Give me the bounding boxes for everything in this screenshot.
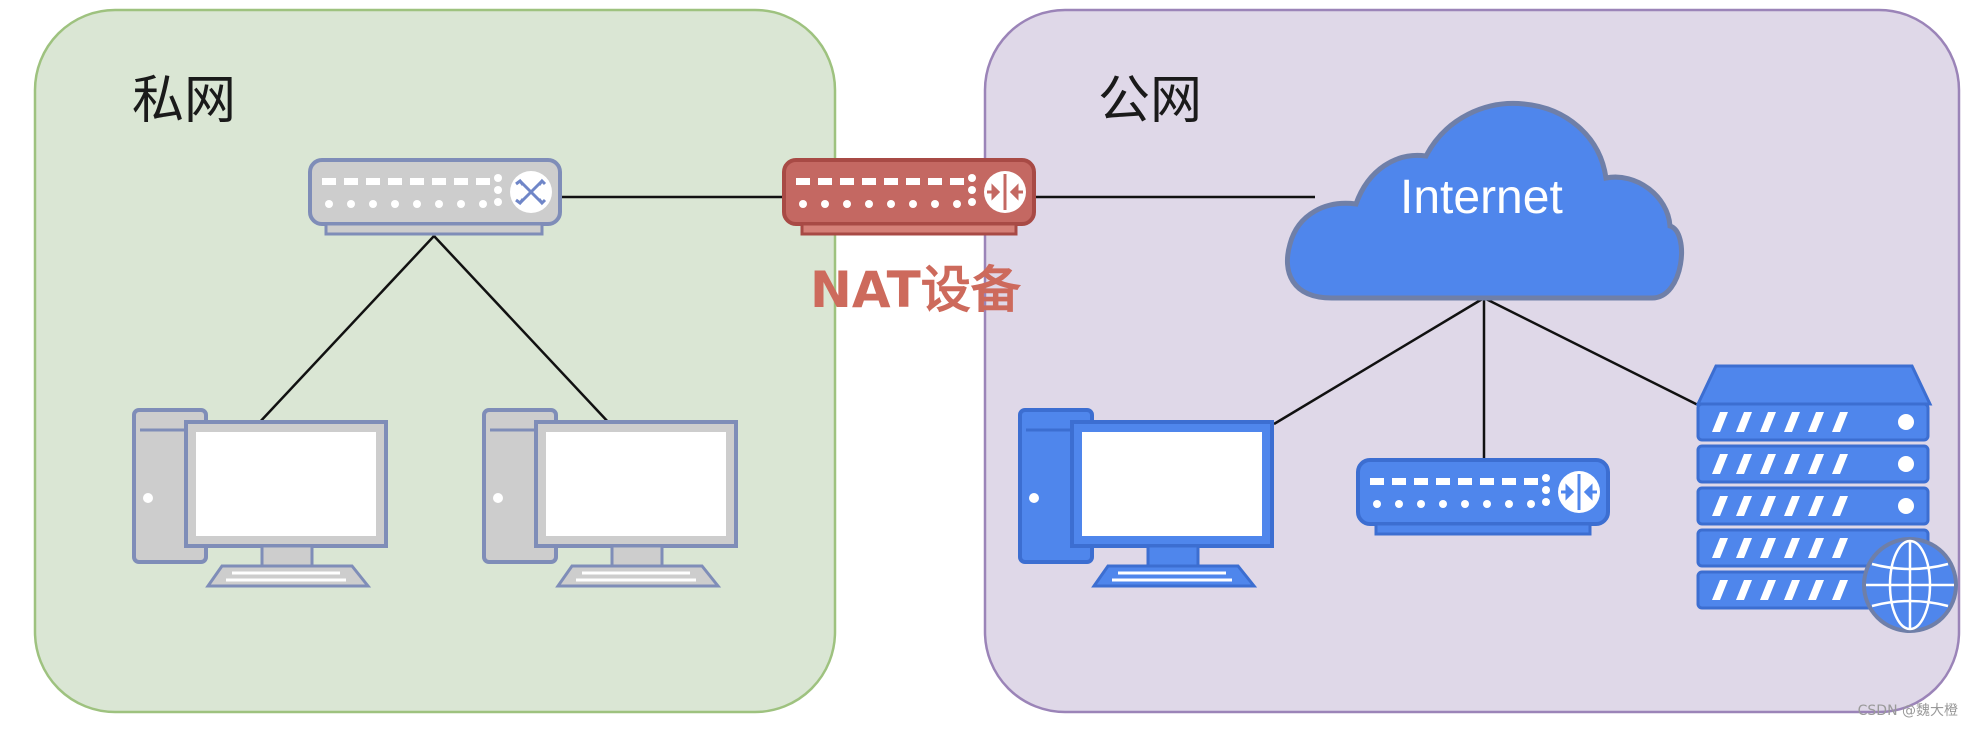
watermark: CSDN @魏大橙 [1857,703,1958,719]
internet-label: Internet [1400,171,1563,224]
link-switch-pc2 [433,235,611,425]
link-switch-pc1 [257,235,435,425]
link-internet-server [1483,296,1701,408]
lan-switch-icon [308,158,562,236]
nat-router-icon [782,158,1036,236]
public-network-title: 公网 [1098,71,1203,131]
link-internet-pc [1273,296,1485,426]
globe-icon [1862,537,1958,633]
internet-cloud-icon [1284,100,1685,301]
public-router-icon [1356,458,1610,536]
private-network-title: 私网 [132,71,237,131]
web-server-icon [1695,364,1933,610]
nat-device-label: NAT设备 [810,261,1021,319]
